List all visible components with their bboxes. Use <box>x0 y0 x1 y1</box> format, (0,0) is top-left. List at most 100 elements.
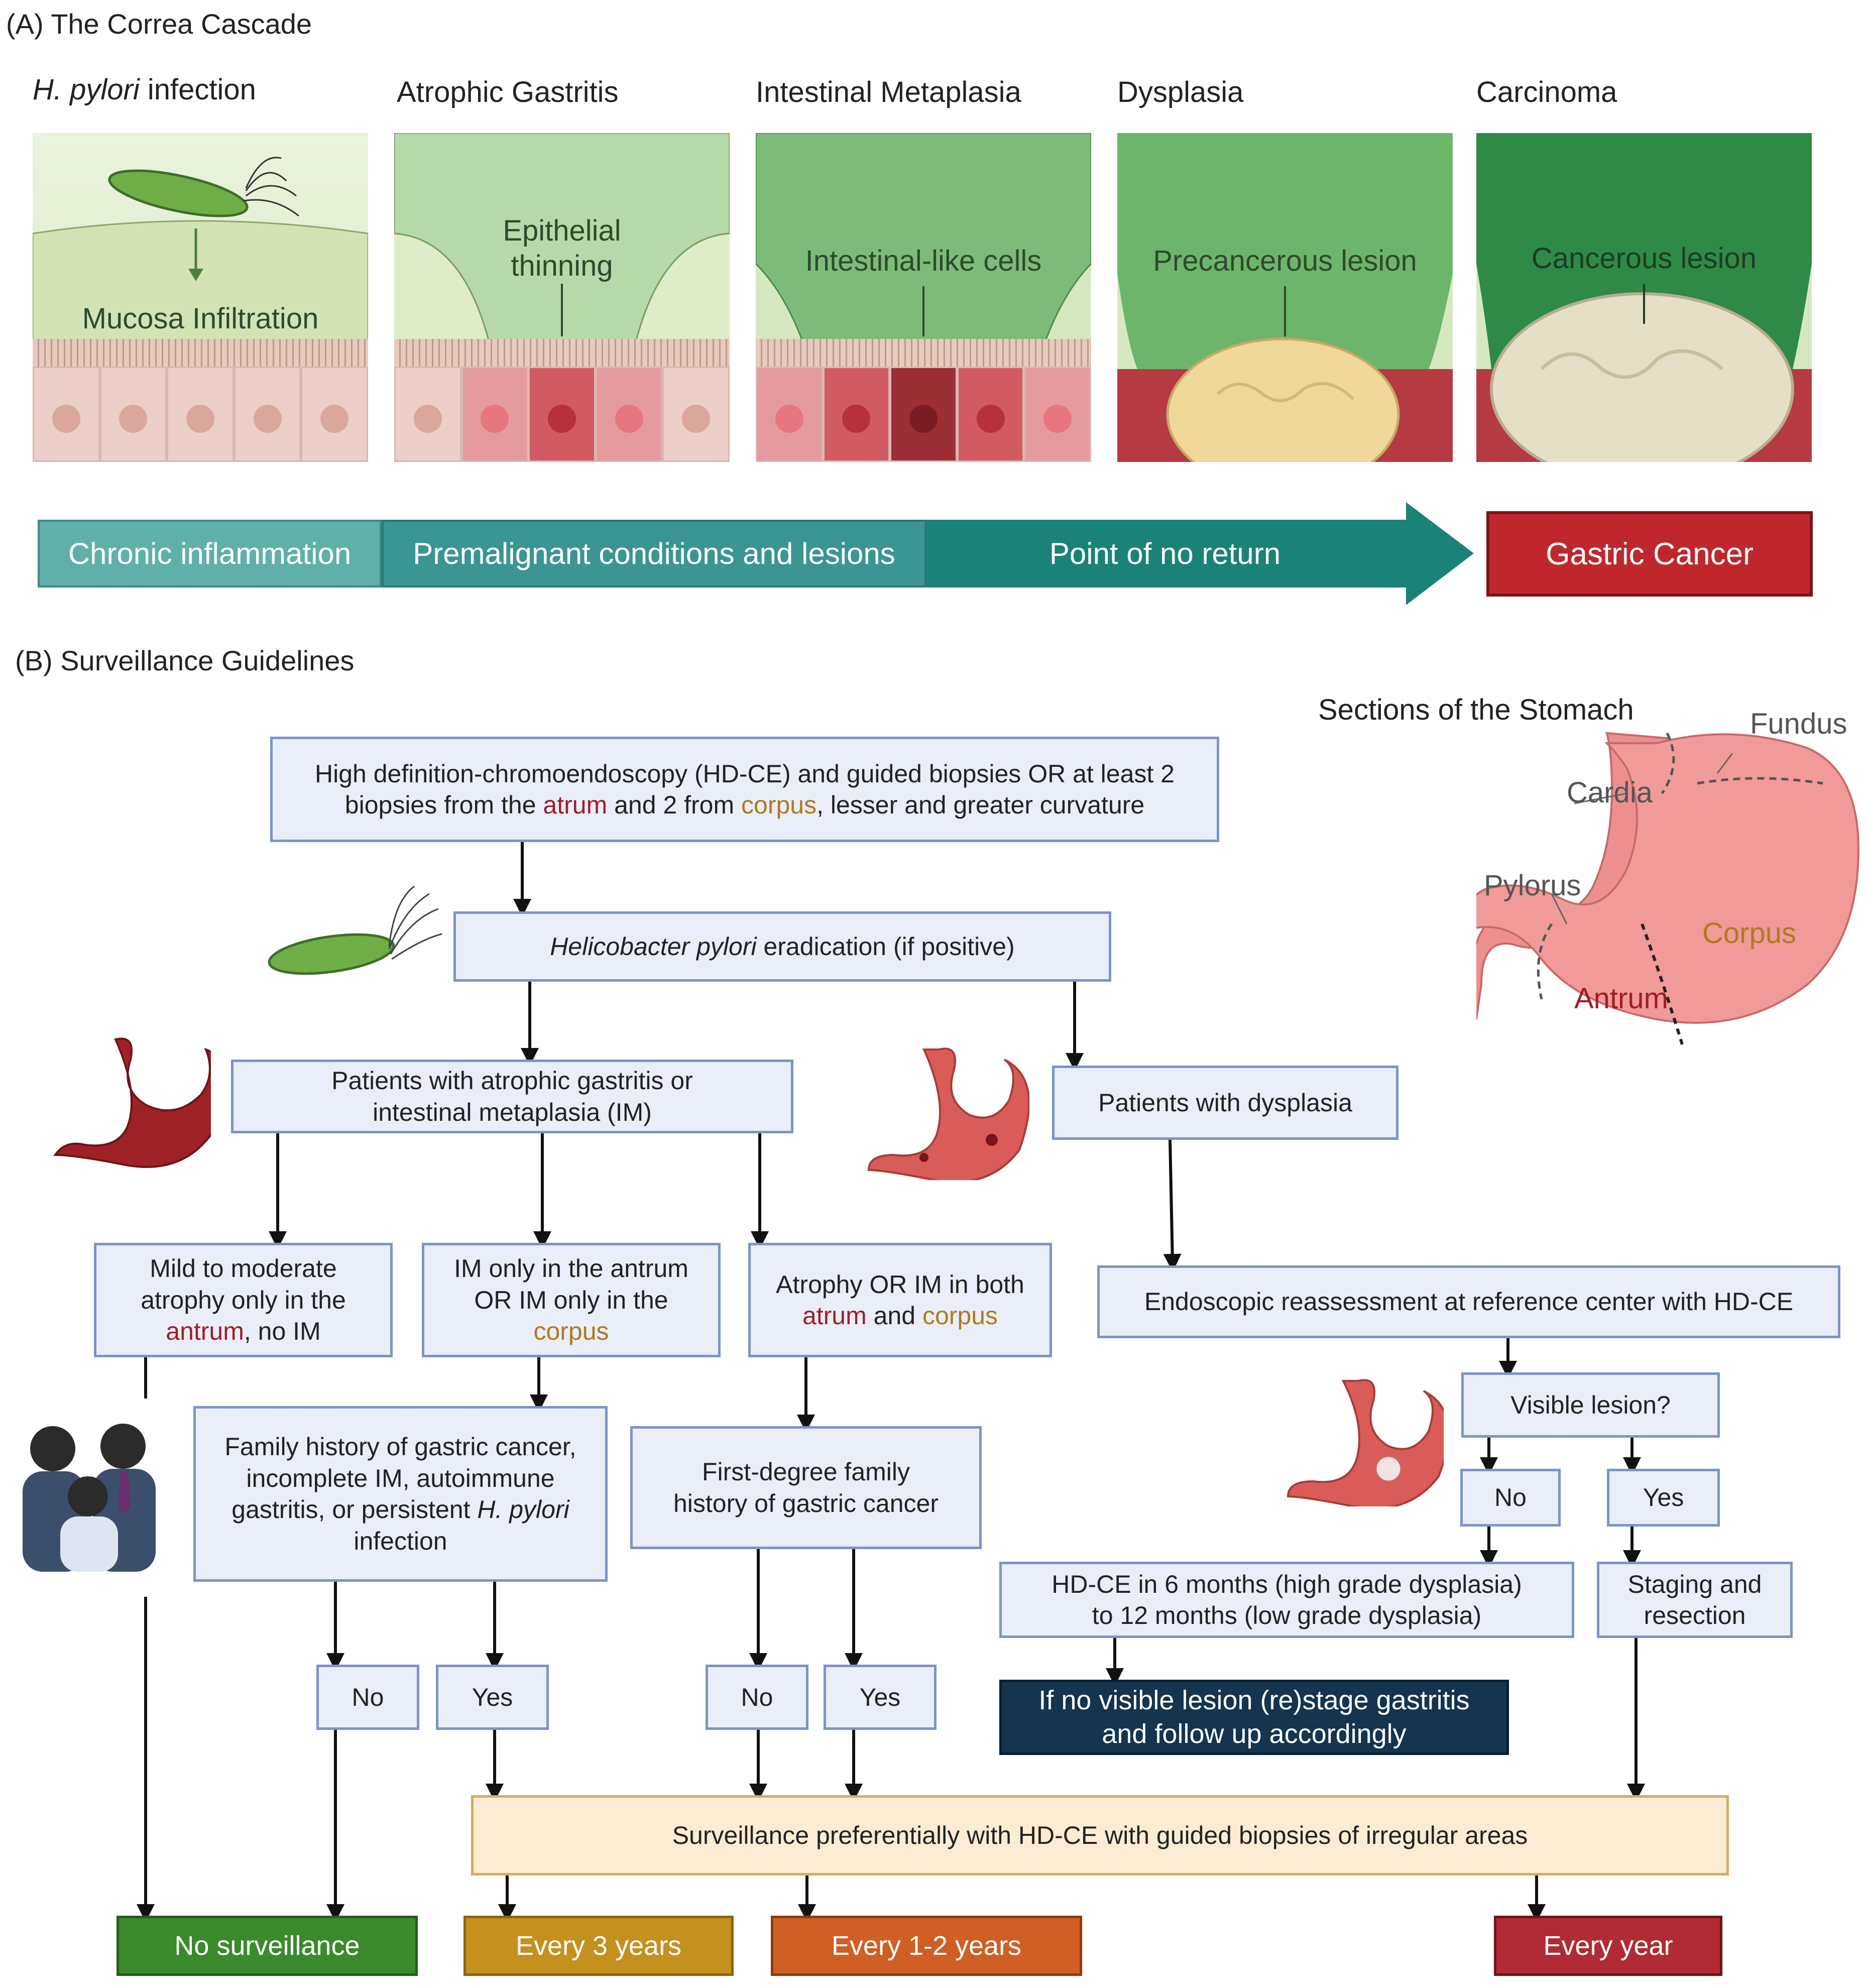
gastric-cancer-box: Gastric Cancer <box>1486 511 1813 597</box>
outcome-every-year: Every year <box>1494 1916 1722 1976</box>
box-text: and follow up accordingly <box>1102 1719 1407 1749</box>
box-text: Staging and <box>1627 1570 1762 1598</box>
epithelium-row <box>756 367 1091 462</box>
villi <box>33 339 368 367</box>
box-text: IM only in the antrum <box>454 1254 688 1283</box>
bacterium-icon <box>268 885 442 975</box>
box-text: atrophy only in the <box>141 1285 346 1314</box>
bar-no-return: Point of no return <box>1049 537 1281 570</box>
stomach-title: Sections of the Stomach <box>1318 693 1634 726</box>
box-text: Atrophy OR IM in both <box>776 1270 1024 1299</box>
outcome-every-1-2-years: Every 1-2 years <box>771 1916 1082 1976</box>
box-hdce-months: HD-CE in 6 months (high grade dysplasia)… <box>999 1562 1574 1638</box>
box-text: First-degree family <box>702 1458 910 1486</box>
label-pylorus: Pylorus <box>1484 869 1581 902</box>
box-yes-lesion: Yes <box>1607 1469 1720 1527</box>
box-text: Family history of gastric cancer, <box>224 1433 576 1461</box>
box-text: resection <box>1644 1601 1746 1629</box>
box-atrophic-im: Patients with atrophic gastritis or inte… <box>231 1060 793 1133</box>
stage-title-metaplasia: Intestinal Metaplasia <box>756 76 1021 108</box>
outcome-every-3-years: Every 3 years <box>463 1916 734 1976</box>
stage-title-carcinoma: Carcinoma <box>1476 76 1617 108</box>
box-text: to 12 months (low grade dysplasia) <box>1092 1601 1482 1629</box>
precancerous-label: Precancerous lesion <box>1153 245 1417 277</box>
box-family-no: No <box>316 1665 419 1730</box>
box-text: atrum and corpus <box>802 1302 998 1330</box>
box-hp-eradication: Helicobacter pylori eradication (if posi… <box>453 911 1111 982</box>
box-im-only: IM only in the antrum OR IM only in the … <box>422 1243 721 1357</box>
stomach-diagram <box>1476 732 1859 1045</box>
outcome-no-surveillance: No surveillance <box>116 1916 418 1976</box>
stage-title-dysplasia: Dysplasia <box>1117 76 1244 108</box>
box-family-yes: Yes <box>436 1665 549 1730</box>
section-a-title: (A) The Correa Cascade <box>6 8 312 40</box>
box-text: infection <box>354 1527 447 1555</box>
arrow-down-icon <box>188 228 203 281</box>
label-fundus: Fundus <box>1750 708 1847 740</box>
box-text: biopsies from the atrum and 2 from corpu… <box>344 791 1145 819</box>
bar-chronic: Chronic inflammation <box>38 520 382 588</box>
panel-carcinoma: Cancerous lesion <box>1476 133 1812 462</box>
box-text: history of gastric cancer <box>673 1489 939 1517</box>
box-text: Mild to moderate <box>150 1254 337 1283</box>
section-b-title: (B) Surveillance Guidelines <box>15 645 355 676</box>
box-text: gastritis, or persistent H. pylori <box>231 1495 569 1524</box>
label-antrum: Antrum <box>1574 982 1668 1015</box>
villi <box>756 339 1091 367</box>
box-text: OR IM only in the <box>474 1285 668 1314</box>
panel-dysplasia: Precancerous lesion <box>1117 133 1453 462</box>
box-first-degree: First-degree family history of gastric c… <box>630 1426 982 1549</box>
box-text: High definition-chromoendoscopy (HD-CE) … <box>315 759 1175 788</box>
box-restage: If no visible lesion (re)stage gastritis… <box>999 1680 1509 1755</box>
pointer-line <box>922 286 924 336</box>
cancerous-label: Cancerous lesion <box>1531 242 1757 275</box>
bar-premalignant: Premalignant conditions and lesions <box>382 520 926 588</box>
epithelium-row <box>394 367 730 462</box>
mucosa-infiltration-label: Mucosa Infiltration <box>82 302 319 335</box>
box-visible-lesion: Visible lesion? <box>1461 1372 1720 1438</box>
bacterium-icon <box>108 157 299 217</box>
stomach-dysplasia-icon <box>867 1047 1029 1180</box>
carcinoma-scene <box>1476 133 1812 462</box>
stage-title-atrophic: Atrophic Gastritis <box>397 76 619 108</box>
label-cardia: Cardia <box>1567 776 1653 809</box>
box-text: corpus <box>533 1317 609 1346</box>
panel-hpylori: Mucosa Infiltration <box>33 133 368 462</box>
box-mild-atrophy: Mild to moderate atrophy only in the ant… <box>94 1243 393 1357</box>
villi <box>394 339 730 367</box>
panel-metaplasia: Intestinal-like cells <box>756 133 1091 462</box>
box-text: intestinal metaplasia (IM) <box>373 1098 652 1126</box>
pointer-line <box>1643 284 1645 324</box>
stomach-lesion-icon <box>1287 1379 1444 1506</box>
box-first-yes: Yes <box>824 1665 937 1730</box>
epithelium-row <box>33 367 368 462</box>
box-patients-dysplasia: Patients with dysplasia <box>1052 1066 1398 1140</box>
box-text: antrum, no IM <box>166 1317 321 1346</box>
box-text: HD-CE in 6 months (high grade dysplasia) <box>1052 1570 1522 1598</box>
box-atrophy-both: Atrophy OR IM in both atrum and corpus <box>748 1243 1052 1357</box>
bar-arrow-head <box>926 502 1474 605</box>
mucosa-wave <box>33 220 368 369</box>
box-no-lesion: No <box>1460 1469 1561 1527</box>
box-first-no: No <box>706 1665 808 1730</box>
box-staging-resection: Staging and resection <box>1597 1562 1793 1638</box>
box-text: Patients with atrophic gastritis or <box>331 1067 693 1095</box>
box-family-history: Family history of gastric cancer, incomp… <box>193 1406 608 1582</box>
family-icon <box>23 1424 156 1572</box>
box-surveillance: Surveillance preferentially with HD-CE w… <box>471 1795 1729 1876</box>
box-text: incomplete IM, autoimmune <box>246 1464 555 1492</box>
box-endoscopic-reassessment: Endoscopic reassessment at reference cen… <box>1097 1265 1840 1338</box>
box-hdce-biopsies: High definition-chromoendoscopy (HD-CE) … <box>270 737 1219 842</box>
box-text: Helicobacter pylori eradication (if posi… <box>550 932 1015 961</box>
box-text: If no visible lesion (re)stage gastritis <box>1038 1685 1470 1715</box>
stage-title-hpylori: H. pylori infection <box>33 73 256 106</box>
label-corpus: Corpus <box>1702 917 1796 950</box>
dysplasia-scene <box>1117 133 1453 462</box>
intestinal-cells-label: Intestinal-like cells <box>805 245 1042 277</box>
pointer-line <box>561 284 563 336</box>
stomach-atrophy-icon <box>53 1037 211 1168</box>
pointer-line <box>1284 286 1286 336</box>
